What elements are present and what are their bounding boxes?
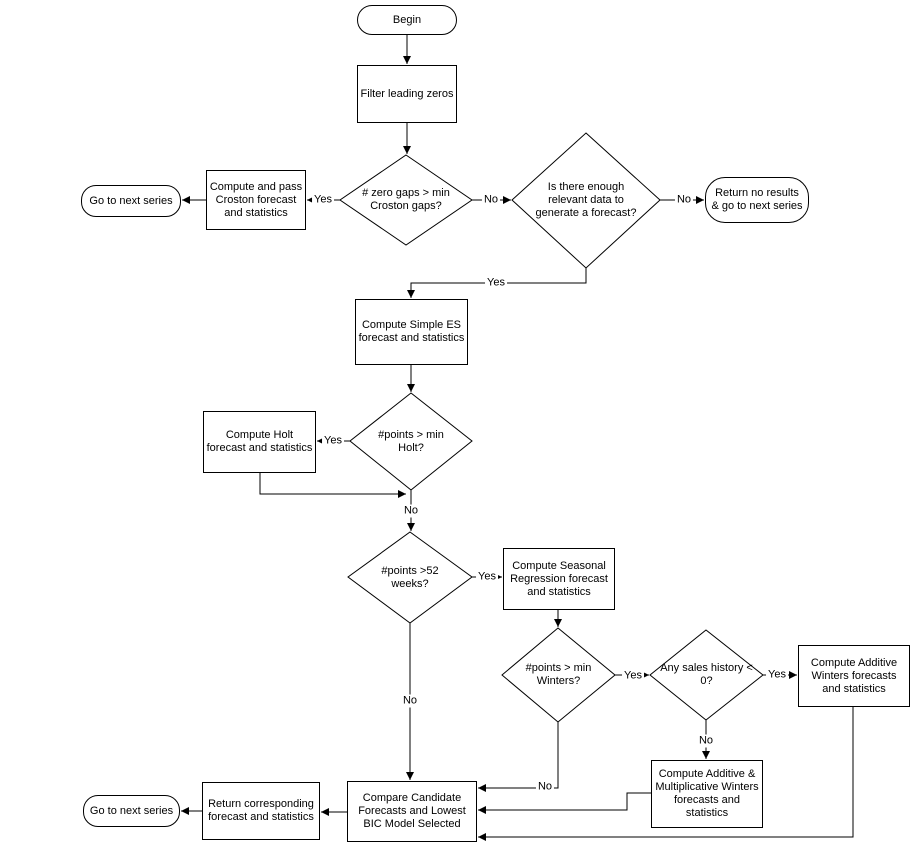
croston-decision-shape [339, 154, 473, 246]
sales-history-decision-label: Any sales history < 0? [660, 662, 753, 687]
additive-winters-box: Compute Additive Winters forecasts and s… [798, 645, 910, 707]
return-no-results-terminal: Return no results & go to next series [705, 177, 809, 223]
filter-leading-zeros-box: Filter leading zeros [357, 65, 457, 123]
compare-candidates-box: Compare Candidate Forecasts and Lowest B… [347, 781, 477, 842]
go-to-next-series-top-terminal: Go to next series [81, 185, 181, 217]
sales-history-decision-shape [649, 629, 764, 721]
edge-holtbox-join [259, 473, 406, 498]
edge-addwinters-compare [478, 707, 854, 841]
edge-addmult-compare [478, 792, 651, 814]
edge-label-sales-yes: Yes [766, 668, 788, 682]
edge-winters-no [478, 722, 559, 792]
edge-label-winters-no: No [535, 780, 555, 794]
seasonal-regression-box: Compute Seasonal Regression forecast and… [503, 548, 615, 610]
edge-label-holt-yes: Yes [322, 434, 344, 448]
croston-forecast-box: Compute and pass Croston forecast and st… [206, 170, 306, 230]
holt-forecast-box: Compute Holt forecast and statistics [203, 411, 316, 473]
weeks52-decision-shape [347, 531, 473, 624]
edge-label-enough-yes: Yes [485, 276, 507, 290]
enough-data-decision-label: Is there enough relevant data to generat… [535, 181, 637, 219]
croston-decision-label: # zero gaps > min Croston gaps? [362, 187, 450, 212]
edge-label-croston-no: No [481, 193, 501, 207]
holt-decision-shape [349, 392, 473, 491]
winters-decision-label: #points > min Winters? [525, 662, 592, 687]
simple-es-box: Compute Simple ES forecast and statistic… [355, 299, 468, 365]
edge-label-weeks52-yes: Yes [476, 570, 498, 584]
additive-multiplicative-winters-box: Compute Additive & Multiplicative Winter… [651, 760, 763, 828]
edge-label-weeks52-no: No [400, 694, 420, 708]
begin-terminal: Begin [357, 5, 457, 35]
edge-label-croston-yes: Yes [312, 193, 334, 207]
enough-data-decision-shape [511, 132, 661, 269]
edge-label-sales-no: No [696, 734, 716, 748]
return-corresponding-box: Return corresponding forecast and statis… [202, 782, 320, 840]
edge-label-enough-no: No [674, 193, 694, 207]
winters-decision-shape [501, 627, 616, 723]
holt-decision-label: #points > min Holt? [378, 428, 444, 454]
edge-label-winters-yes: Yes [622, 669, 644, 683]
go-to-next-series-bottom-terminal: Go to next series [83, 795, 180, 827]
edge-label-holt-no: No [401, 504, 421, 518]
weeks52-decision-label: #points >52 weeks? [381, 564, 439, 590]
